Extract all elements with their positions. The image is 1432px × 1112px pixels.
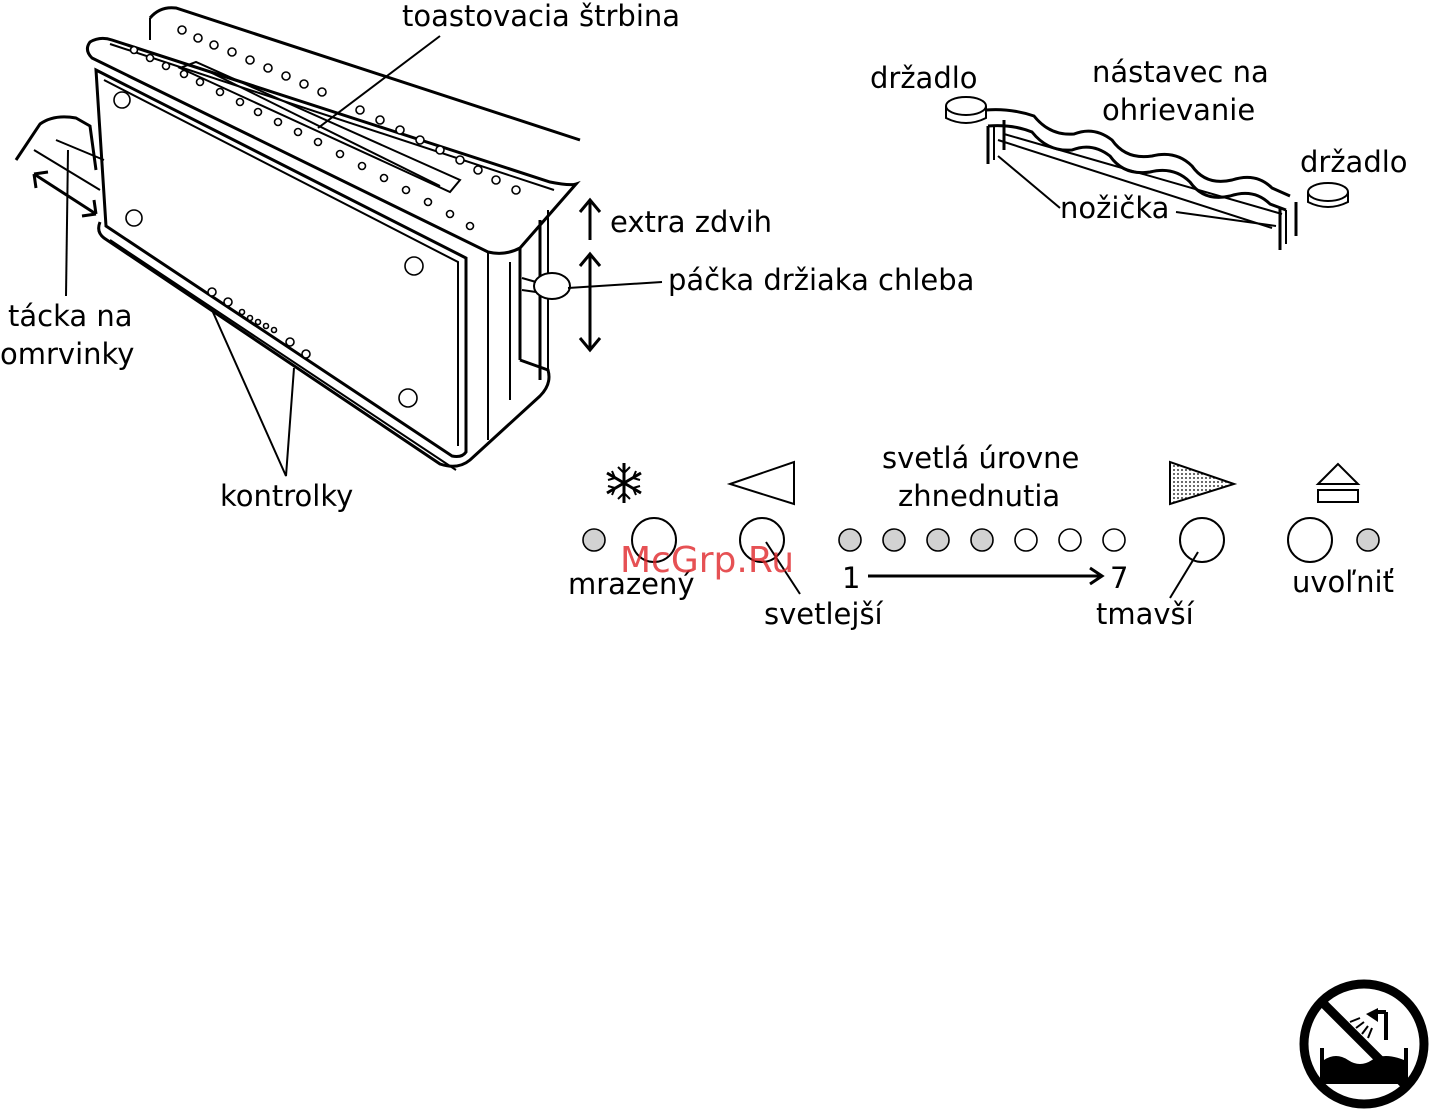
triangle-left-icon [730, 462, 794, 504]
label-release: uvoľniť [1292, 565, 1394, 599]
label-crumb-tray-line1: tácka na [8, 299, 133, 333]
led-level-2 [883, 529, 905, 551]
led-level-5 [1015, 529, 1037, 551]
release-button[interactable] [1288, 518, 1332, 562]
label-toasting-slot: toastovacia štrbina [402, 0, 680, 33]
led-level-6 [1059, 529, 1081, 551]
led-level-7 [1103, 529, 1125, 551]
led-release [1357, 529, 1379, 551]
label-handle-left: držadlo [870, 61, 978, 95]
toaster-control-dots [208, 288, 310, 358]
browning-level-leds [839, 529, 1125, 551]
snowflake-icon [607, 463, 641, 503]
no-water-immersion-icon [1304, 984, 1424, 1104]
label-indicators: kontrolky [220, 479, 353, 513]
label-bread-lever: páčka držiaka chleba [668, 263, 974, 297]
label-extra-lift: extra zdvih [610, 205, 772, 239]
led-level-4 [971, 529, 993, 551]
label-foot: nožička [1060, 191, 1169, 225]
led-level-1 [839, 529, 861, 551]
watermark: McGrp.Ru [620, 540, 794, 581]
triangle-right-dotted-icon [1170, 462, 1234, 504]
label-crumb-tray-line2: omrvinky [0, 337, 134, 371]
label-darker: tmavší [1096, 597, 1195, 631]
led-level-3 [927, 529, 949, 551]
darker-button[interactable] [1180, 518, 1224, 562]
label-level-min: 1 [842, 561, 860, 595]
label-browning-levels-line2: zhnednutia [898, 479, 1060, 513]
label-level-max: 7 [1110, 561, 1128, 595]
label-warming-rack-line1: nástavec na [1092, 55, 1269, 89]
label-browning-levels-line1: svetlá úrovne [882, 441, 1079, 475]
label-lighter: svetlejší [764, 597, 884, 631]
led-frozen [583, 529, 605, 551]
label-handle-right: držadlo [1300, 145, 1408, 179]
toaster-illustration [16, 8, 580, 470]
eject-icon [1318, 464, 1358, 502]
label-warming-rack-line2: ohrievanie [1102, 93, 1255, 127]
